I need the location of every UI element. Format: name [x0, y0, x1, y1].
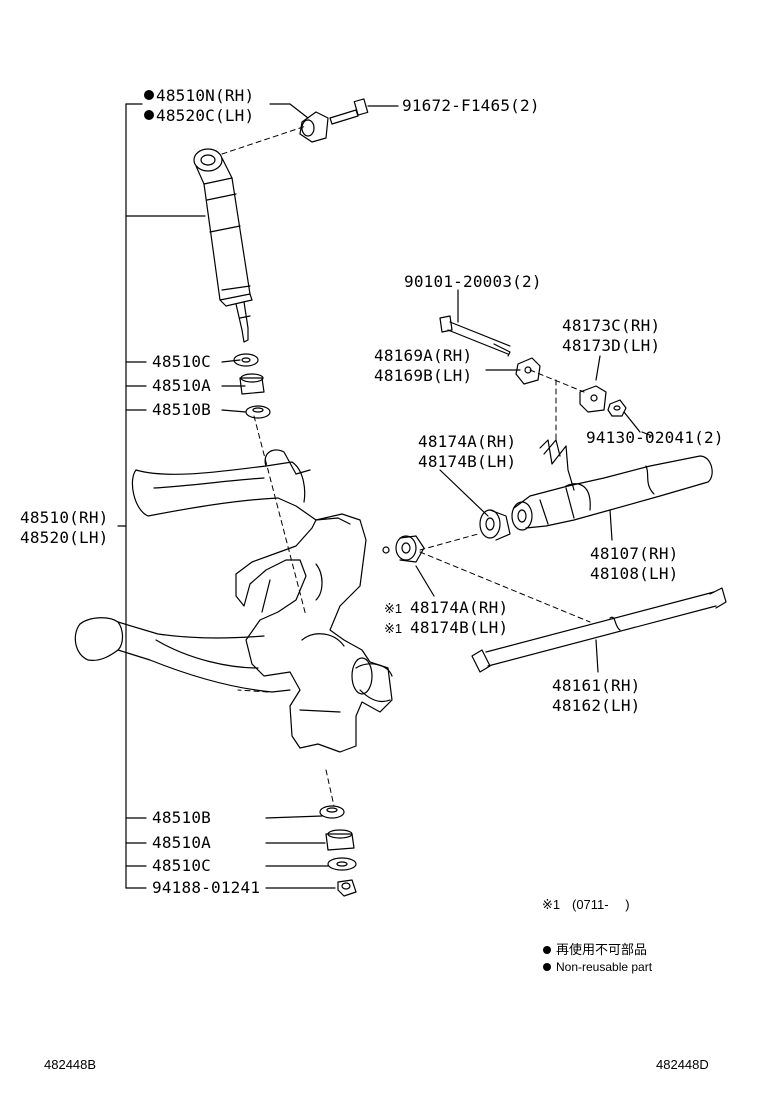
label-upper-48510c: 48510C — [152, 352, 211, 371]
label-lower-48510b: 48510B — [152, 808, 211, 827]
label-upper-48510b: 48510B — [152, 400, 211, 419]
long-bolt-90101 — [439, 315, 511, 357]
upper-bushing — [299, 111, 329, 143]
label-alt-48174b: 48174B(LH) — [410, 618, 509, 637]
label-bar-48108: 48108(LH) — [590, 564, 679, 583]
steering-knuckle — [235, 513, 393, 753]
label-bracket-48173c: 48173C(RH) — [562, 316, 661, 335]
note-mark: ※1 — [542, 897, 561, 912]
label-shock-rh: 48510N(RH) — [156, 86, 255, 105]
note-text: (0711- ) — [572, 897, 630, 912]
legend-dot-icon — [543, 946, 551, 954]
label-bracket-48169b: 48169B(LH) — [374, 366, 473, 385]
upper-control-arm — [131, 449, 351, 525]
label-nut-94130: 94130-02041(2) — [586, 428, 724, 447]
shock-absorber — [193, 148, 253, 343]
label-shock-lh: 48520C(LH) — [156, 106, 255, 125]
label-bracket-48173d: 48173D(LH) — [562, 336, 661, 355]
bushing-48174 — [479, 509, 511, 541]
label-bar-48107: 48107(RH) — [590, 544, 679, 563]
label-lower-48510c: 48510C — [152, 856, 211, 875]
upper-shock-parts — [233, 353, 271, 419]
label-bushing-48174b: 48174B(LH) — [418, 452, 517, 471]
bushing-48174-alt — [382, 535, 425, 563]
legend-en: Non-reusable part — [556, 960, 653, 974]
label-asm-48520: 48520(LH) — [20, 528, 109, 547]
label-torsion-48161: 48161(RH) — [552, 676, 641, 695]
non-reusable-dot-icon — [144, 110, 154, 120]
ref-mark-1: ※1 — [384, 601, 403, 616]
dashed-lines — [221, 125, 591, 807]
nut-94130 — [607, 399, 627, 417]
label-bolt-91672: 91672-F1465(2) — [402, 96, 540, 115]
label-bracket-48169a: 48169A(RH) — [374, 346, 473, 365]
code-right: 482448D — [656, 1057, 709, 1072]
label-upper-48510a: 48510A — [152, 376, 211, 395]
bolt-91672 — [329, 98, 369, 125]
ref-mark-2: ※1 — [384, 621, 403, 636]
legend-jp: 再使用不可部品 — [556, 942, 648, 957]
anchor-arm-48107 — [511, 439, 713, 531]
legend-dot-icon — [543, 963, 551, 971]
code-left: 482448B — [44, 1057, 97, 1072]
lower-control-arm — [74, 617, 291, 693]
label-alt-48174a: 48174A(RH) — [410, 598, 509, 617]
bracket-lines — [117, 103, 206, 889]
leader-lines — [221, 103, 653, 889]
label-bushing-48174a: 48174A(RH) — [418, 432, 517, 451]
label-lower-48510a: 48510A — [152, 833, 211, 852]
lower-shock-parts — [319, 805, 357, 897]
label-torsion-48162: 48162(LH) — [552, 696, 641, 715]
label-bolt-90101: 90101-20003(2) — [404, 272, 542, 291]
torsion-bar-48161 — [471, 587, 727, 673]
non-reusable-dot-icon — [144, 90, 154, 100]
label-asm-48510: 48510(RH) — [20, 508, 109, 527]
bracket-48169 — [515, 357, 541, 385]
label-lower-94188: 94188-01241 — [152, 878, 261, 897]
bracket-48173 — [579, 385, 607, 413]
